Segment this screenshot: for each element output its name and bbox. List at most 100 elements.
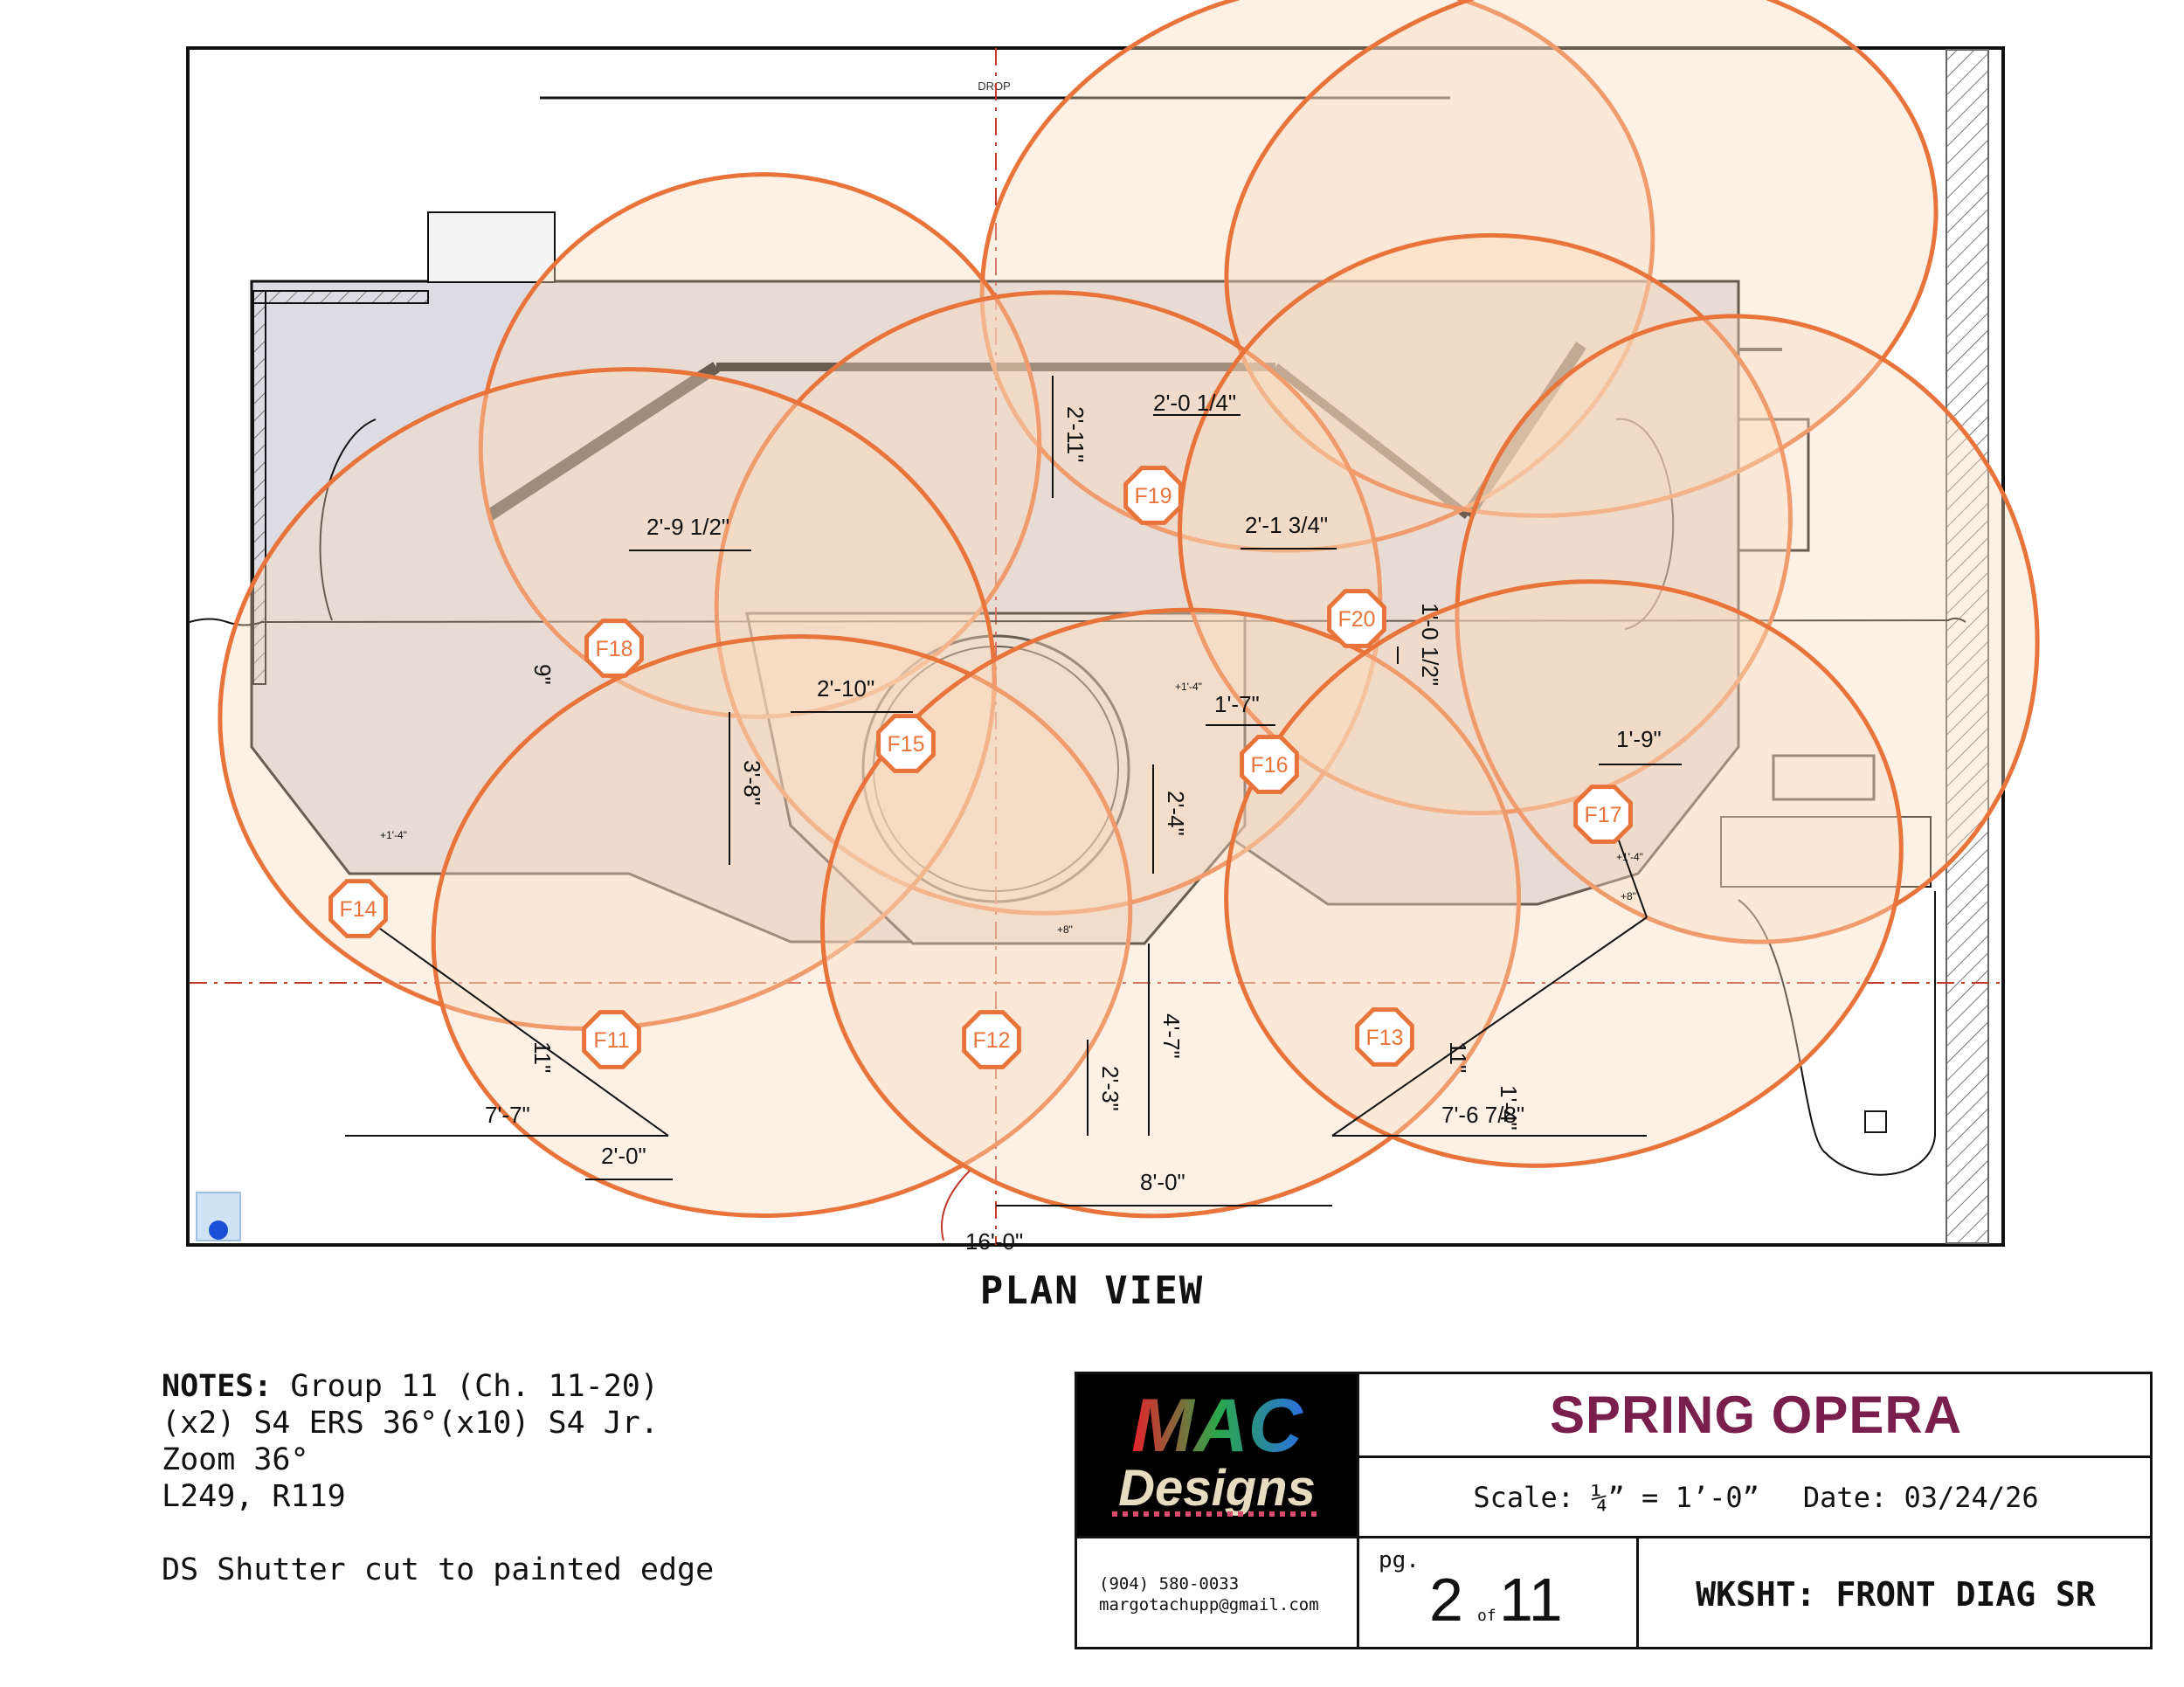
- drop-label: DROP: [978, 80, 1011, 93]
- scale-date-row: Scale: ¼” = 1’-0” Date: 03/24/26: [1357, 1458, 2153, 1536]
- phone-text: (904) 580-0033: [1099, 1573, 1240, 1594]
- beam-f14: [218, 367, 997, 1031]
- door-swing-right: [1615, 418, 1675, 630]
- fixture-marker-f14: [328, 879, 388, 938]
- notes-line-5: DS Shutter cut to painted edge: [162, 1552, 715, 1587]
- dim-label-5: 2'-11": [1062, 406, 1089, 462]
- contact-info: (904) 580-0033 margotachupp@gmail.com: [1077, 1536, 1357, 1649]
- page-of-label: of: [1477, 1607, 1496, 1625]
- logo-graphic: MAC Designs: [1112, 1384, 1322, 1517]
- dim-label-19: 11": [1445, 1041, 1471, 1073]
- fixture-label-f17: F17: [1584, 803, 1621, 827]
- chimney: [427, 211, 556, 283]
- dim-label-11: 1'-9": [1616, 726, 1662, 752]
- dimension-labels: 2'-9 1/2" 9" 2'-10" 3'-8" 2'-11" 2'-0 1/…: [380, 390, 1662, 1255]
- ramp-box: [1864, 1110, 1887, 1133]
- wall-left: [252, 290, 266, 685]
- dim-label-20: 1'-4": [1496, 1085, 1522, 1130]
- email-text: margotachupp@gmail.com: [1099, 1594, 1319, 1614]
- notes-line-2: Zoom 36°: [162, 1442, 309, 1477]
- fixture-label-f12: F12: [972, 1028, 1010, 1053]
- notes-group: Group 11 (Ch. 11-20): [272, 1369, 659, 1404]
- page-number-box: pg. 2 of 11: [1357, 1536, 1636, 1649]
- fixture-marker-f20: [1327, 589, 1386, 648]
- small-label-4: +8": [1057, 923, 1073, 936]
- wall-hatch: [1946, 49, 1989, 1244]
- page-label: pg.: [1379, 1547, 1420, 1573]
- fixture-marker-f13: [1355, 1007, 1414, 1067]
- worksheet-title: WKSHT: FRONT DIAG SR: [1636, 1536, 2153, 1649]
- dim-label-3: 2'-10": [817, 675, 874, 702]
- dim-label-12: 4'-7": [1158, 1013, 1185, 1059]
- small-label-1: +1'-4": [380, 829, 407, 841]
- fixture-label-f19: F19: [1134, 484, 1171, 508]
- dim-label-1: 2'-9 1/2": [646, 514, 729, 540]
- dim-label-21: 16'-0": [965, 1228, 1023, 1255]
- title-block: MAC Designs SPRING OPERA Scale: ¼” = 1’-…: [1075, 1372, 2153, 1649]
- notes-heading: NOTES:: [162, 1369, 273, 1404]
- small-label-2: +1'-4": [1175, 681, 1202, 693]
- beam-f16: [1178, 232, 1793, 816]
- fixture-label-f15: F15: [887, 732, 924, 757]
- notes-block: NOTES: Group 11 (Ch. 11-20) (x2) S4 ERS …: [162, 1368, 714, 1588]
- fixture-label-f13: F13: [1365, 1026, 1403, 1050]
- dimension-lines: [345, 376, 1682, 1206]
- dim-label-14: 11": [529, 1041, 556, 1073]
- furniture-rail: [1720, 816, 1932, 888]
- fixture-marker-f11: [582, 1010, 641, 1069]
- wall-diagonal-left: [486, 362, 720, 521]
- fixture-marker-f19: [1123, 466, 1183, 525]
- dim-label-18: 7'-6 7/8": [1441, 1102, 1524, 1128]
- wall-diagonal-right: [1462, 342, 1586, 519]
- small-label-3: +1'-4": [1616, 851, 1643, 863]
- fixture-marker-f15: [876, 714, 936, 773]
- fixture-label-f14: F14: [339, 897, 377, 922]
- fixture-marker-f17: [1573, 785, 1633, 844]
- logo-text-mac: MAC: [1131, 1384, 1304, 1468]
- dim-label-15: 7'-7": [485, 1102, 530, 1128]
- fixture-marker-f16: [1240, 735, 1299, 794]
- dim-label-4: 3'-8": [739, 760, 765, 805]
- wall-back-right: [1272, 363, 1471, 519]
- page-number: 2: [1429, 1566, 1463, 1634]
- fixture-label-f11: F11: [593, 1028, 629, 1053]
- page-total: 11: [1499, 1566, 1563, 1634]
- fixture-label-f16: F16: [1250, 753, 1288, 778]
- beam-f11: [431, 634, 1133, 1218]
- dim-label-8: 1'-0 1/2": [1417, 603, 1443, 686]
- show-title: SPRING OPERA: [1357, 1374, 2153, 1458]
- small-label-5: +8": [1621, 890, 1636, 902]
- cable-line: [941, 1170, 971, 1241]
- company-logo: MAC Designs: [1077, 1374, 1357, 1536]
- wall-top-left: [252, 290, 429, 304]
- notes-line-1: (x2) S4 ERS 36°(x10) S4 Jr.: [162, 1406, 659, 1441]
- dim-label-7: 2'-1 3/4": [1245, 512, 1328, 538]
- dim-label-17: 8'-0": [1140, 1169, 1185, 1195]
- fixture-marker-f12: [962, 1010, 1021, 1069]
- beam-f19: [979, 0, 1655, 553]
- date-text: Date: 03/24/26: [1802, 1480, 2039, 1514]
- ramp-outline: [1738, 891, 1936, 1176]
- page-corner-dot: [209, 1220, 228, 1240]
- throw-line-f13: [1331, 916, 1648, 1137]
- dim-label-2: 9": [529, 664, 556, 685]
- dim-label-9: 1'-7": [1214, 691, 1260, 717]
- dim-label-6: 2'-0 1/4": [1153, 390, 1236, 416]
- furniture-bench: [1772, 754, 1876, 801]
- logo-text-designs: Designs: [1118, 1460, 1316, 1517]
- scale-text: Scale: ¼” = 1’-0”: [1473, 1480, 1759, 1514]
- fixture-label-f20: F20: [1337, 607, 1375, 632]
- fixture-marker-f18: [584, 619, 644, 678]
- throw-line-f14: [357, 912, 669, 1137]
- notes-line-3: L249, R119: [162, 1479, 346, 1514]
- door-swing-left: [319, 418, 377, 621]
- plan-view-title: PLAN VIEW: [979, 1269, 1205, 1313]
- beam-f20: [1224, 0, 1939, 518]
- dim-label-16: 2'-0": [601, 1143, 646, 1169]
- plan-view-drawing: DROP: [186, 0, 2040, 1255]
- fixture-label-f18: F18: [595, 637, 632, 661]
- dim-label-13: 2'-3": [1097, 1066, 1123, 1111]
- dim-label-10: 2'-4": [1163, 791, 1189, 836]
- break-line: [189, 617, 1966, 626]
